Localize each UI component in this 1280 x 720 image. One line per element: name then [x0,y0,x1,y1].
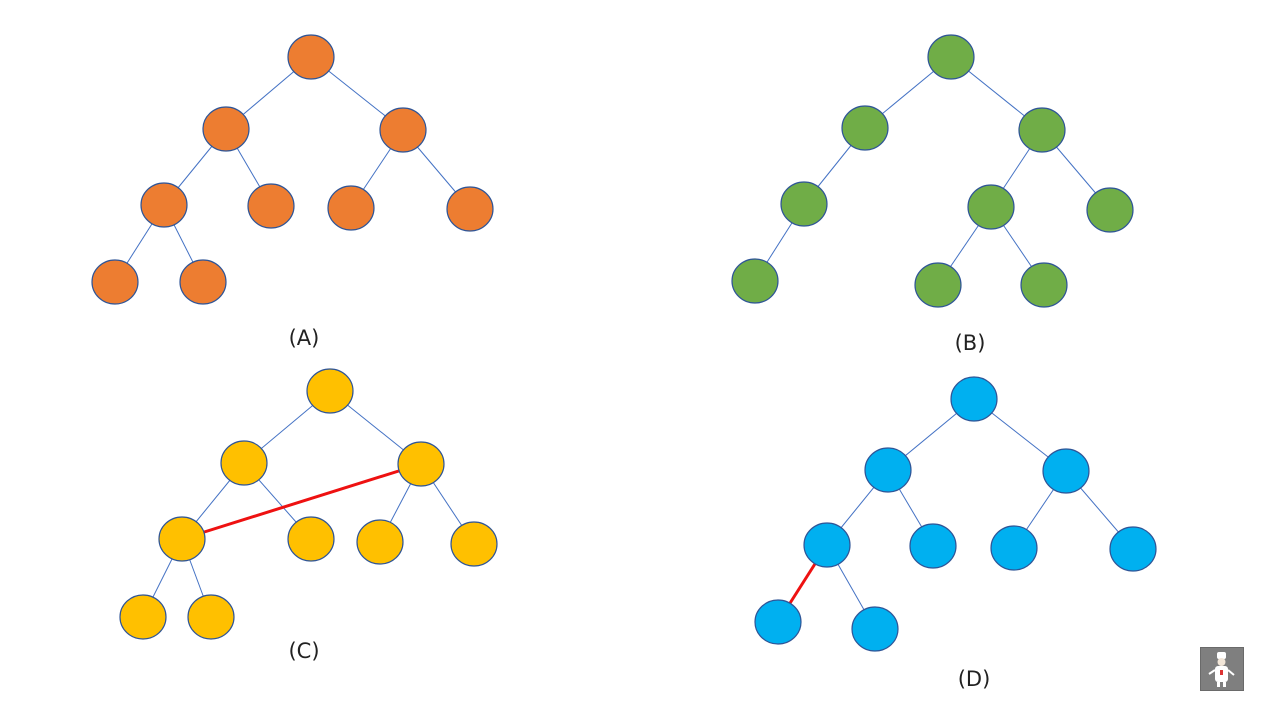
tree-c-node-n7 [450,521,498,567]
tree-d [754,376,1157,652]
tree-b-node-n5 [967,184,1015,230]
tree-c-node-n6 [356,519,404,565]
chef-avatar-icon [1200,647,1244,691]
tree-d-node-n8 [754,599,802,645]
tree-d-node-n2 [864,447,912,493]
tree-c-node-n1 [306,368,354,414]
tree-a [91,34,494,305]
caption-c: (C) [288,639,319,663]
tree-b-node-n1 [927,34,975,80]
tree-b-node-n7 [731,258,779,304]
tree-c-node-n8 [119,594,167,640]
tree-c-node-n2 [220,440,268,486]
tree-a-node-n2 [202,106,250,152]
tree-d-node-n9 [851,606,899,652]
tree-a-node-n9 [179,259,227,305]
tree-c-node-n4 [158,516,206,562]
caption-b: (B) [955,331,986,355]
tree-b-node-n3 [1018,107,1066,153]
tree-b-node-n9 [1020,262,1068,308]
tree-b-node-n2 [841,105,889,151]
tree-a-node-n8 [91,259,139,305]
tree-c [119,368,498,640]
tree-a-node-n1 [287,34,335,80]
tree-d-node-n4 [803,522,851,568]
tree-b-node-n6 [1086,187,1134,233]
tree-b [731,34,1134,308]
tree-a-node-n4 [140,182,188,228]
highlight-edge-c-n3-n4 [181,462,422,541]
caption-d: (D) [958,667,991,691]
tree-a-node-n3 [379,107,427,153]
tree-d-node-n7 [1109,526,1157,572]
tree-a-node-n6 [327,185,375,231]
tree-d-node-n5 [909,523,957,569]
tree-c-node-n3 [397,441,445,487]
tree-c-node-n5 [287,516,335,562]
tree-c-node-n9 [187,594,235,640]
tree-d-node-n1 [950,376,998,422]
caption-a: (A) [289,326,320,350]
tree-b-node-n8 [914,262,962,308]
tree-a-node-n5 [247,183,295,229]
tree-d-node-n3 [1042,448,1090,494]
tree-a-node-n7 [446,186,494,232]
tree-d-node-n6 [990,525,1038,571]
tree-b-node-n4 [780,181,828,227]
